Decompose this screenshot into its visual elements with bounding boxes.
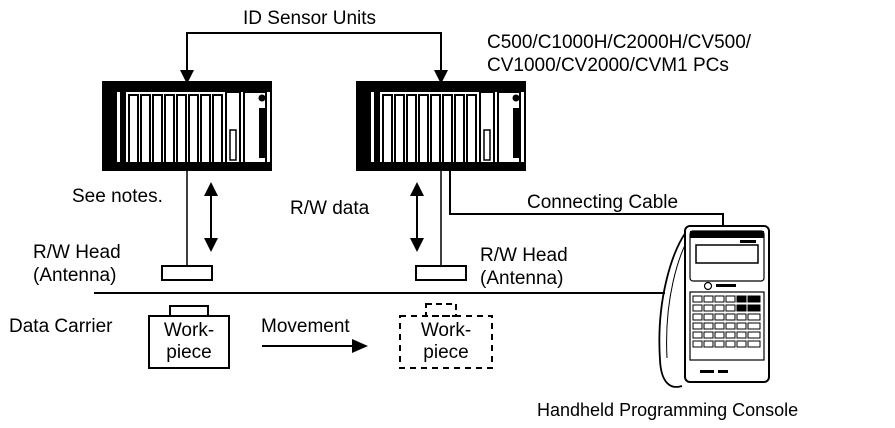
- pcs-label-line1: C500/C1000H/C2000H/CV500/: [487, 32, 752, 53]
- rw-data-arrow-right: [410, 182, 424, 252]
- movement-label: Movement: [261, 316, 350, 337]
- rw-data-arrow-left: [204, 182, 218, 252]
- data-carrier-right: [425, 303, 457, 317]
- workpiece-right-label: Work- piece: [420, 320, 472, 363]
- id-sensor-units-connector: [186, 32, 442, 80]
- rw-head-right-label-line1: R/W Head: [480, 245, 568, 266]
- left-rw-head: [161, 265, 213, 281]
- connecting-cable-line: [449, 170, 724, 226]
- handheld-programming-console: [658, 225, 770, 388]
- plc-rack-right: [356, 81, 526, 171]
- rw-head-right-label-line2: (Antenna): [480, 268, 564, 289]
- workpiece-right-box: [399, 315, 493, 369]
- right-rw-head: [415, 265, 467, 281]
- plc-rack-left: [102, 81, 272, 171]
- data-carrier-label: Data Carrier: [9, 316, 113, 337]
- right-plc-arrowhead: [434, 70, 448, 84]
- left-plc-arrowhead: [180, 70, 194, 84]
- connecting-cable-label: Connecting Cable: [527, 192, 679, 213]
- rw-head-left-label-line2: (Antenna): [33, 265, 117, 286]
- id-sensor-units-label: ID Sensor Units: [243, 8, 377, 29]
- data-carrier-left: [169, 305, 209, 317]
- see-notes-label: See notes.: [72, 186, 163, 207]
- workpiece-left-label: Work- piece: [163, 320, 215, 363]
- rw-data-label: R/W data: [290, 198, 370, 219]
- pcs-label-line2: CV1000/CV2000/CVM1 PCs: [487, 55, 729, 76]
- handheld-console-label: Handheld Programming Console: [537, 400, 799, 420]
- rw-head-left-label-line1: R/W Head: [33, 242, 121, 263]
- movement-arrow: [262, 339, 368, 353]
- workpiece-left-box: [148, 315, 230, 369]
